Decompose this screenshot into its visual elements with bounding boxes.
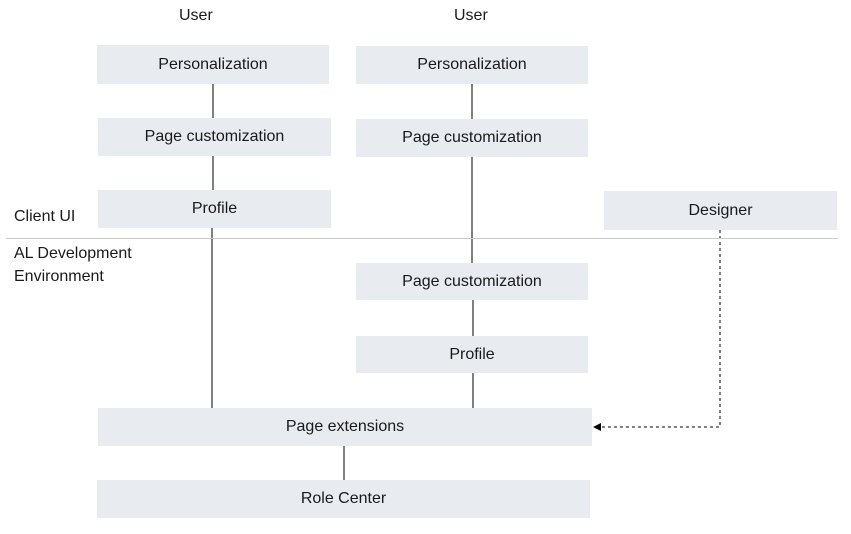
role-center-box: Role Center bbox=[97, 480, 590, 518]
left-personalization-box: Personalization bbox=[97, 45, 329, 84]
arrowhead-icon bbox=[593, 423, 601, 431]
page-extensions-box: Page extensions bbox=[98, 408, 592, 446]
middle-page-customization-box: Page customization bbox=[356, 119, 588, 157]
designer-dashed-arrow bbox=[601, 230, 721, 428]
zone-divider bbox=[6, 238, 838, 239]
left-page-customization-box: Page customization bbox=[98, 118, 331, 156]
designer-box: Designer bbox=[604, 191, 837, 230]
al-dev-zone-label-line1: AL Development bbox=[14, 245, 132, 262]
left-profile-box: Profile bbox=[98, 190, 331, 228]
middle-profile-box: Profile bbox=[356, 336, 588, 373]
al-dev-zone-label-line2: Environment bbox=[14, 268, 104, 285]
left-user-header: User bbox=[179, 7, 213, 24]
middle-page-customization-al-box: Page customization bbox=[356, 263, 588, 300]
middle-personalization-box: Personalization bbox=[356, 46, 588, 84]
middle-user-header: User bbox=[454, 7, 488, 24]
client-ui-zone-label: Client UI bbox=[14, 208, 76, 225]
